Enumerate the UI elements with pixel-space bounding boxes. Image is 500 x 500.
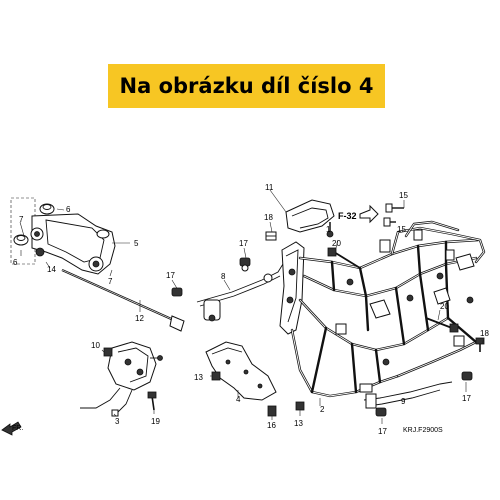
bolt-18-top [265,221,277,241]
callout-10: 10 [91,341,100,350]
callout-5: 5 [134,239,139,248]
callout-15-lower: 15 [397,225,406,234]
direction-arrow-icon [1,421,22,436]
bolt-17-left [171,279,183,297]
main-frame [279,220,486,406]
callout-7-right: 7 [108,277,113,286]
callout-2: 2 [320,405,325,414]
callout-18-right: 18 [480,329,489,338]
callout-16: 16 [267,421,276,430]
long-bolt [61,268,185,332]
rubber-bush-right [96,229,110,239]
screw-1 [326,222,334,238]
reference-f32: F-32 [338,211,357,221]
hose-guide [269,189,335,233]
bolt-17-bottom [375,407,387,424]
callout-6-left: 6 [13,258,18,267]
bolt-20-right [425,309,459,333]
callout-3: 3 [115,417,120,426]
callout-20-upper: 20 [332,239,341,248]
callout-1: 1 [326,225,331,234]
bolt-15 [383,200,405,227]
callout-12: 12 [135,314,144,323]
ref-f32-arrow [359,204,379,224]
part-number-banner: Na obrázku díl číslo 4 [108,64,385,108]
bolt-17-upper [239,247,251,272]
bracket-assembly [10,197,130,277]
direction-label: FR. [12,425,23,432]
bolt-18-right [475,337,485,352]
callout-15-top: 15 [399,191,408,200]
stay-bracket [196,263,284,322]
stay-9 [363,381,453,409]
callout-11: 11 [265,183,274,192]
callout-18-top: 18 [264,213,273,222]
callout-8: 8 [221,272,226,281]
callout-14: 14 [47,265,56,274]
callout-numbers: 1 2 3 4 5 6 6 7 7 8 9 10 11 12 13 13 14 … [13,183,489,436]
bracket-3 [80,341,163,417]
cover-plate-4 [205,341,277,401]
bolt-16 [267,405,277,420]
diagram-code: KRJ.F2900S [403,427,443,434]
callout-13-left: 13 [194,373,203,382]
callout-9: 9 [401,397,406,406]
callout-17-bottom: 17 [378,427,387,436]
callout-4: 4 [236,395,241,404]
bolt-13-left [210,371,221,381]
banner-text: Na obrázku díl číslo 4 [119,74,374,98]
bolt-17-right [461,371,473,392]
callout-17-upper: 17 [239,239,248,248]
bolt-19 [147,391,157,414]
rubber-bush-upper [39,203,55,215]
head-pipe [279,241,305,335]
front-direction-arrow [1,421,22,436]
callout-13-bottom: 13 [294,419,303,428]
callout-19: 19 [151,417,160,426]
callout-17-left: 17 [166,271,175,280]
callout-17-right: 17 [462,394,471,403]
bolt-20-upper [327,239,361,269]
bolt-13-bottom [295,401,305,416]
bracket-bolt [35,247,45,257]
callout-6-top: 6 [66,205,71,214]
callout-20-right: 20 [440,302,449,311]
rubber-bush-left [13,234,29,246]
bolt-10 [101,347,113,357]
callout-7-top: 7 [19,215,24,224]
long-bolt-head [169,315,185,332]
